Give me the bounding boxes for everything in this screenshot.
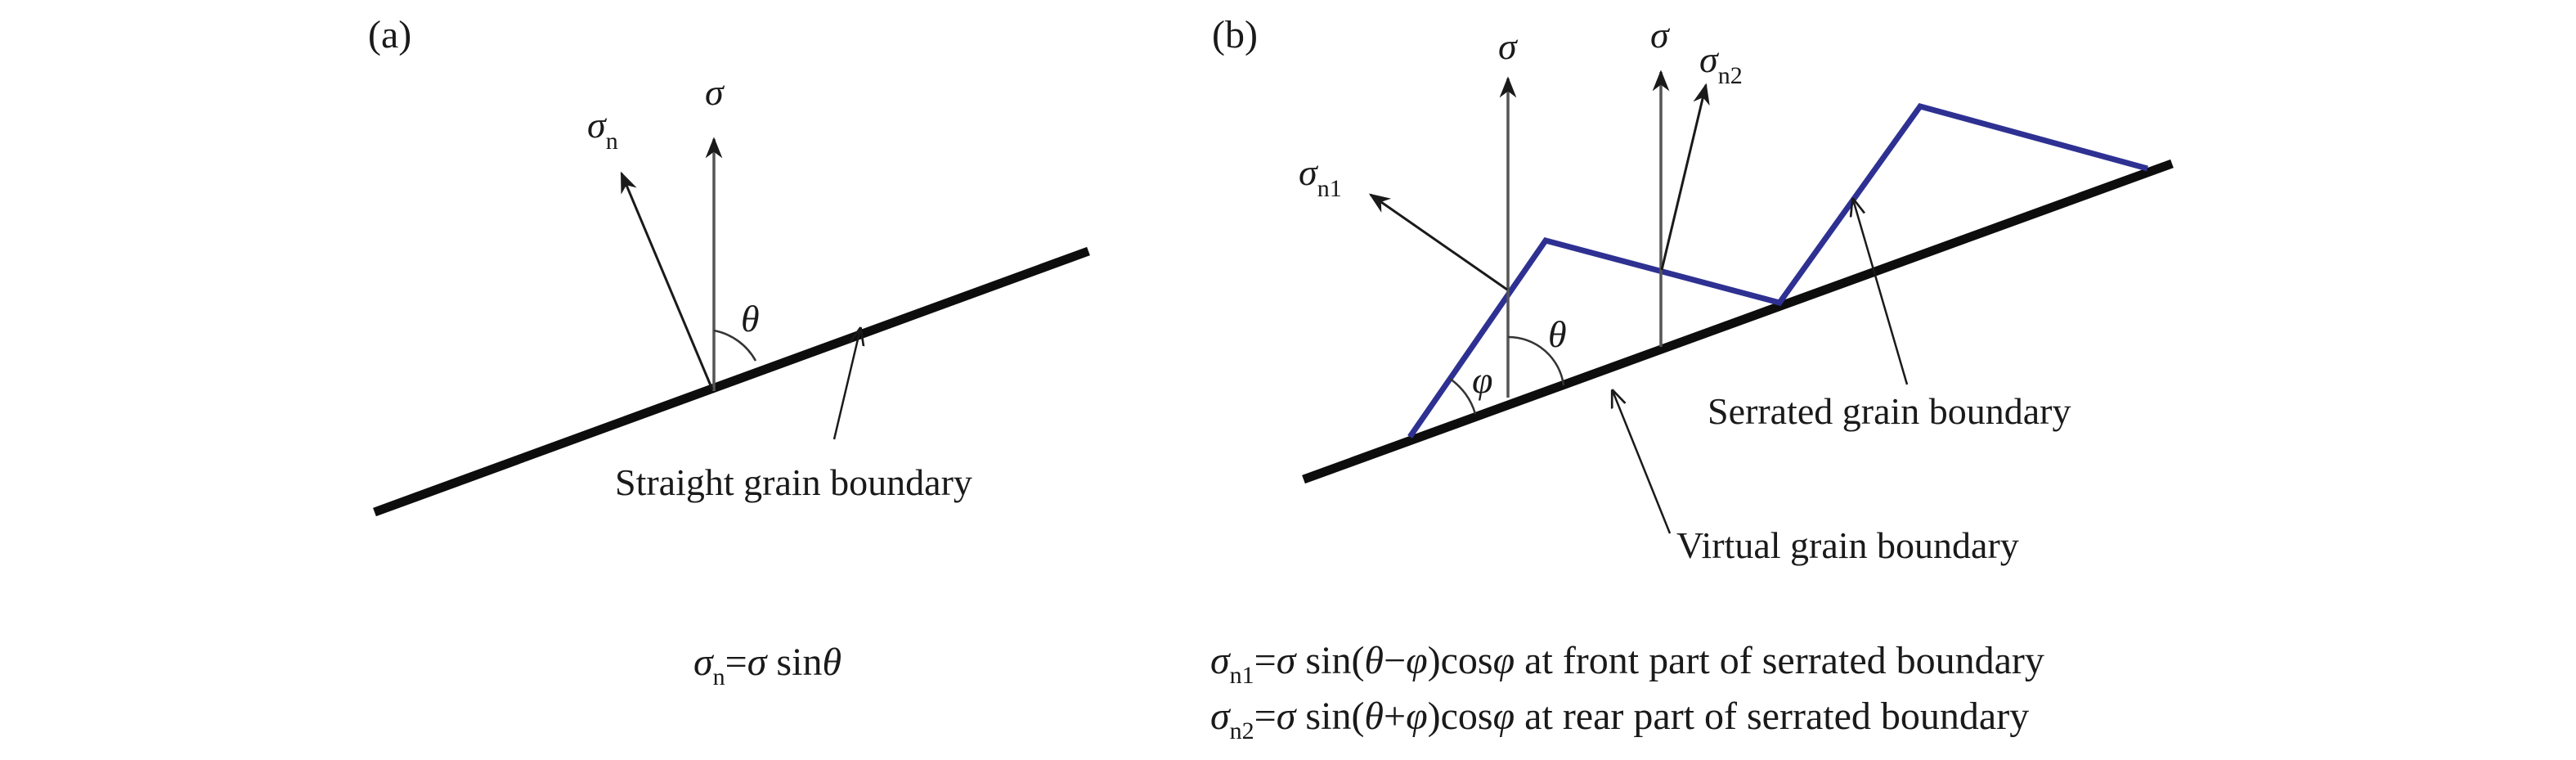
eq-a-equals: = xyxy=(725,641,747,684)
equation-a: σn=σ sinθ xyxy=(693,641,842,690)
sigma-n2-label: σn2 xyxy=(1699,38,1743,89)
straight-grain-boundary-label: Straight grain boundary xyxy=(615,461,972,503)
theta-arc xyxy=(713,329,757,362)
theta-arc-b xyxy=(1507,335,1565,386)
phi-arc xyxy=(1449,377,1477,415)
serrated-grain-boundary-label: Serrated grain boundary xyxy=(1708,390,2071,432)
eq-b1-fn: sin( xyxy=(1295,639,1365,682)
sigma-n-arrow xyxy=(620,171,714,390)
eq-a-arg: θ xyxy=(822,641,842,684)
panel-a: (a) σ σn θ Straight grain boundary xyxy=(368,13,1090,517)
eq-b1-lhs-sub: n1 xyxy=(1229,662,1254,689)
eq-b1-op: − xyxy=(1384,639,1407,682)
phi-label: φ xyxy=(1472,359,1492,401)
eq-b1-tail: at front part of serrated boundary xyxy=(1515,639,2044,682)
eq-b1-lhs: σ xyxy=(1210,639,1230,682)
serrated-boundary-pointer-arrow xyxy=(1853,200,1909,385)
virtual-grain-boundary-label: Virtual grain boundary xyxy=(1676,524,2019,566)
eq-b1-phi: φ xyxy=(1406,639,1428,682)
eq-b1-sigma: σ xyxy=(1276,639,1296,682)
sigma-n1-label: σn1 xyxy=(1299,151,1342,202)
eq-b2-phi: φ xyxy=(1406,695,1428,738)
panel-b-label: (b) xyxy=(1212,13,1258,56)
straight-grain-boundary-line xyxy=(373,246,1090,517)
eq-b1-theta: θ xyxy=(1364,639,1384,682)
eq-b2-theta: θ xyxy=(1364,695,1384,738)
eq-b2-fn: sin( xyxy=(1295,695,1365,738)
theta-label: θ xyxy=(741,298,760,340)
virtual-boundary-pointer-arrow xyxy=(1613,391,1672,534)
theta-label-b: θ xyxy=(1548,313,1567,355)
sigma-n2-arrow xyxy=(1660,83,1710,271)
panel-a-label: (a) xyxy=(368,13,411,56)
equation-b-rear: σn2=σ sin(θ+φ)cosφ at rear part of serra… xyxy=(1210,695,2030,744)
eq-b2-op: + xyxy=(1384,695,1407,738)
straight-boundary-pointer-arrow xyxy=(832,329,860,440)
sigma-label-rear: σ xyxy=(1650,14,1671,56)
eq-a-lhs-sub: n xyxy=(712,663,725,690)
sigma-n1-arrow xyxy=(1368,193,1508,291)
eq-b1-close: )cos xyxy=(1427,639,1493,682)
eq-b2-lhs: σ xyxy=(1210,695,1230,738)
eq-a-sigma: σ xyxy=(747,641,767,684)
virtual-grain-boundary-line xyxy=(1302,159,2174,484)
eq-b2-equals: = xyxy=(1254,695,1277,738)
sigma-n-label: σn xyxy=(587,104,618,155)
sigma-label-front: σ xyxy=(1498,25,1519,67)
eq-a-fn: sin xyxy=(766,641,823,684)
eq-b2-sigma: σ xyxy=(1276,695,1296,738)
sigma-label: σ xyxy=(705,71,725,113)
eq-b2-lhs-sub: n2 xyxy=(1229,717,1254,744)
eq-a-lhs: σ xyxy=(693,641,713,684)
eq-b2-phi2: φ xyxy=(1492,695,1515,738)
eq-b1-equals: = xyxy=(1254,639,1277,682)
panel-b: (b) σ σ σn1 σn2 θ φ Serrated grain bound… xyxy=(1212,13,2174,566)
eq-b2-close: )cos xyxy=(1427,695,1493,738)
eq-b2-tail: at rear part of serrated boundary xyxy=(1515,695,2030,738)
eq-b1-phi2: φ xyxy=(1492,639,1515,682)
serrated-grain-boundary-line xyxy=(1407,102,2148,438)
equation-b-front: σn1=σ sin(θ−φ)cosφ at front part of serr… xyxy=(1210,639,2044,688)
